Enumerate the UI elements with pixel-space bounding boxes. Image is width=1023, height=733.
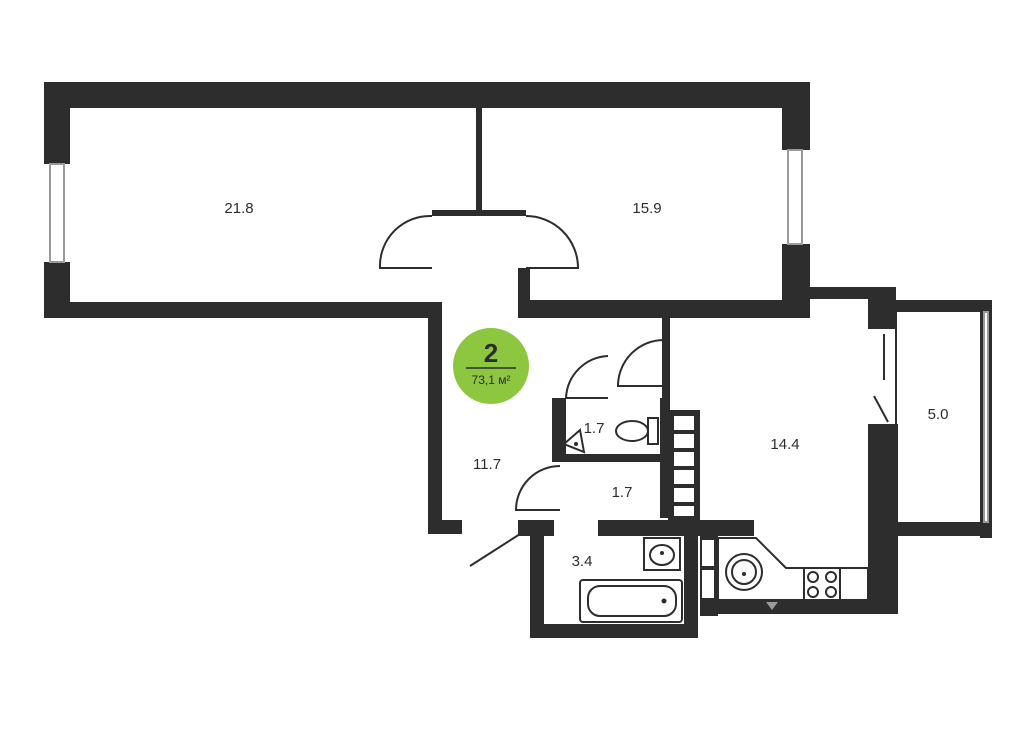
fixtures (562, 417, 869, 623)
door-toilet (564, 355, 609, 399)
room-label-toilet: 1.7 (584, 420, 605, 437)
door-living (378, 214, 433, 269)
room-label-kitchen: 14.4 (770, 436, 799, 453)
sink-small-icon (562, 428, 586, 454)
kitchen-sink-icon (725, 553, 763, 591)
door-bath (514, 465, 561, 511)
room-label-corridor: 1.7 (612, 484, 633, 501)
door-entrance (469, 533, 521, 567)
badge-area: 73,1 м² (472, 373, 511, 387)
window-living (49, 163, 65, 263)
room-label-balcony: 5.0 (928, 406, 949, 423)
apartment-badge: 2 73,1 м² (453, 328, 529, 404)
bathtub-icon (579, 579, 683, 623)
room-labels: 21.8 15.9 11.7 14.4 5.0 1.7 1.7 3.4 (224, 200, 948, 570)
room-label-bathroom: 3.4 (572, 553, 593, 570)
windows (49, 149, 989, 523)
window-bedroom (787, 149, 803, 245)
window-balcony (983, 311, 989, 523)
toilet-icon (615, 417, 659, 445)
badge-room-count: 2 (484, 338, 498, 368)
doors (378, 214, 889, 567)
bath-sink-icon (643, 537, 681, 571)
badge-circle (453, 328, 529, 404)
room-label-living: 21.8 (224, 200, 253, 217)
room-label-bedroom: 15.9 (632, 200, 661, 217)
door-bedroom (525, 215, 580, 269)
door-kitchen (616, 339, 665, 387)
marker-icon (766, 602, 778, 610)
vent-shaft (674, 416, 714, 598)
room-label-hall: 11.7 (473, 456, 501, 473)
stove-icon (803, 567, 841, 601)
